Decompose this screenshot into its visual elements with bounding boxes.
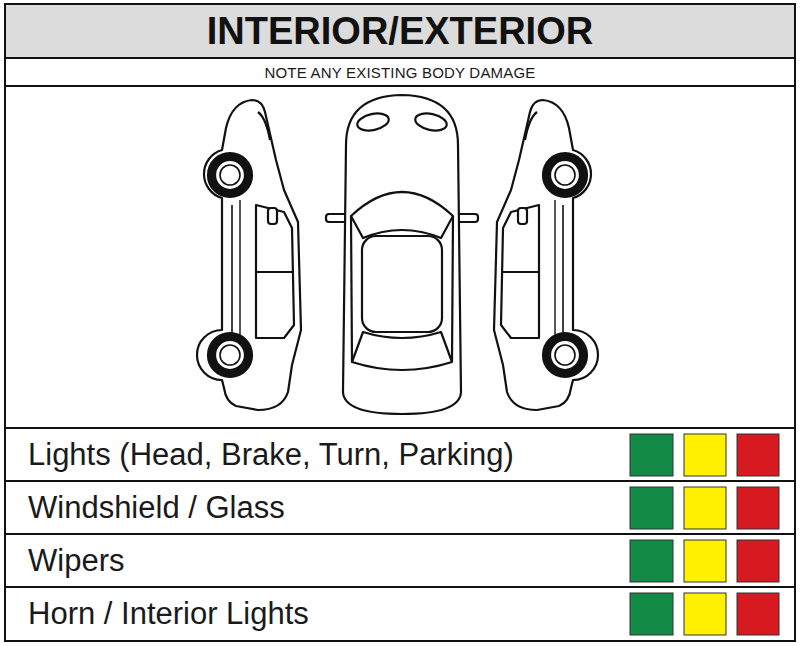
row-label: Wipers — [28, 543, 124, 579]
row-label: Horn / Interior Lights — [28, 596, 309, 632]
checklist-row: Windshield / Glass — [5, 482, 625, 534]
rule — [5, 57, 795, 59]
sheet-frame — [5, 4, 795, 641]
row-label: Lights (Head, Brake, Turn, Parking) — [28, 437, 514, 473]
green-swatch — [630, 434, 673, 476]
red-swatch — [737, 593, 779, 635]
rule — [5, 586, 795, 588]
red-swatch — [737, 540, 779, 582]
car-body — [197, 100, 301, 410]
side-mirror — [268, 208, 277, 224]
rule — [5, 85, 795, 87]
yellow-swatch — [684, 434, 726, 476]
title-band — [5, 4, 795, 58]
red-swatch — [737, 487, 779, 529]
body-line — [452, 216, 453, 362]
row-label: Windshield / Glass — [28, 490, 285, 526]
windshield — [351, 192, 453, 238]
green-swatch — [630, 487, 673, 529]
rear-window — [352, 332, 452, 370]
wheel — [208, 153, 252, 197]
checklist-row: Wipers — [5, 535, 625, 587]
wheel-hub — [220, 165, 240, 185]
wheel — [208, 333, 252, 377]
car-top-view — [326, 95, 478, 414]
rule — [5, 533, 795, 535]
headlight — [356, 111, 391, 133]
window-pillar — [256, 271, 294, 273]
title-band-text: INTERIOR/EXTERIOR — [5, 4, 795, 58]
roof — [362, 236, 442, 332]
door-sill — [231, 205, 233, 336]
yellow-swatch — [684, 593, 726, 635]
checklist-row: Horn / Interior Lights — [5, 588, 625, 640]
yellow-swatch — [684, 540, 726, 582]
note-band: NOTE ANY EXISTING BODY DAMAGE — [5, 59, 795, 86]
green-swatch — [630, 540, 673, 582]
rule — [5, 427, 795, 429]
red-swatch — [737, 434, 779, 476]
body-line — [258, 112, 270, 140]
sheet-title: INTERIOR/EXTERIOR — [207, 10, 593, 53]
note-text: NOTE ANY EXISTING BODY DAMAGE — [264, 64, 535, 81]
car-side-view — [197, 100, 301, 410]
wheel-rim — [215, 160, 245, 190]
side-window — [256, 205, 294, 338]
wheel-rim — [215, 340, 245, 370]
car-body — [343, 95, 461, 414]
rule — [5, 480, 795, 482]
headlight — [414, 111, 449, 133]
green-swatch — [630, 593, 673, 635]
condition-swatches — [630, 434, 779, 635]
body-line — [351, 216, 352, 362]
row-rules — [5, 58, 795, 587]
car-side-view — [494, 100, 598, 410]
wheel-hub — [220, 345, 240, 365]
checklist-row: Lights (Head, Brake, Turn, Parking) — [5, 429, 625, 481]
yellow-swatch — [684, 487, 726, 529]
